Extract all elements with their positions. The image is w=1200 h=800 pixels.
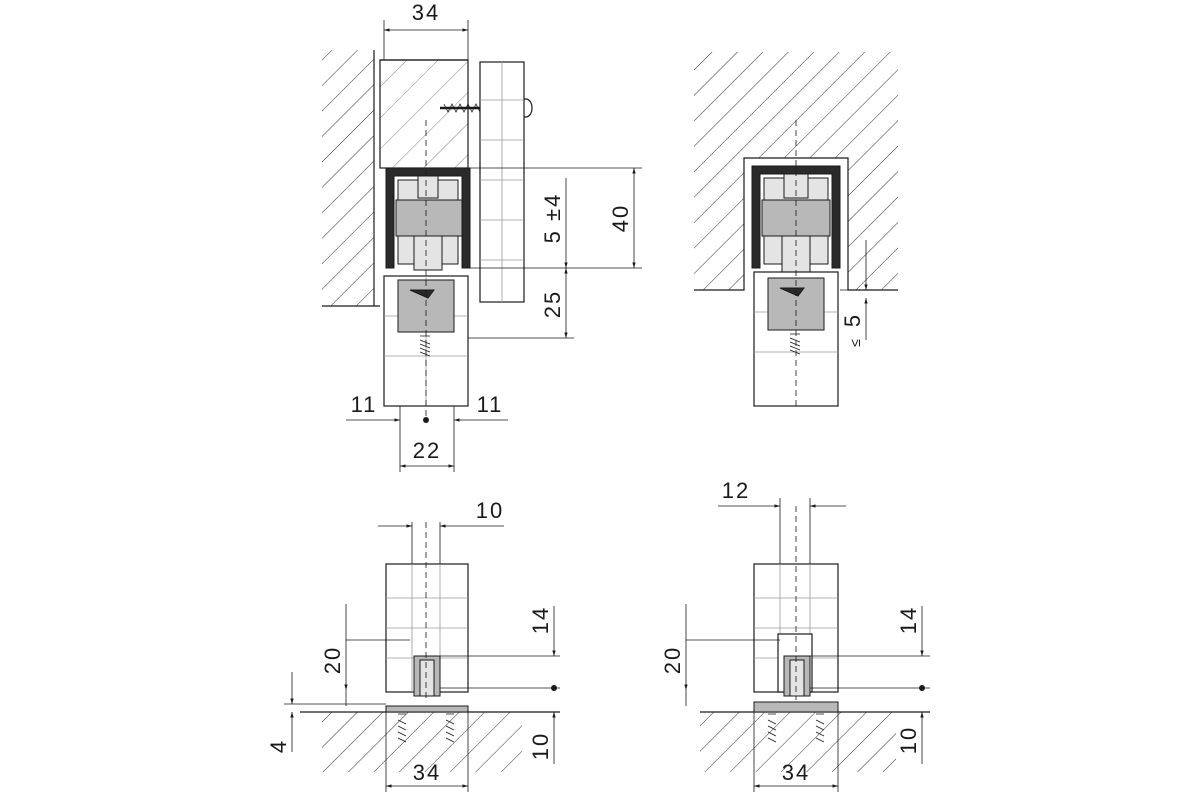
dim-20-bl: 20 <box>320 604 410 706</box>
dim-12-top-br: 12 <box>718 478 846 564</box>
dim-14-br: 14 <box>810 606 930 691</box>
floor-hatch-left <box>300 711 560 772</box>
floor-guide-right <box>753 655 839 743</box>
dim-label-10-base-br: 10 <box>896 726 921 754</box>
wall-hatch <box>322 50 380 307</box>
dim-5-clearance: 5 ≤ <box>840 240 880 347</box>
dim-label-4-bl: 4 <box>266 739 291 753</box>
dim-label-40: 40 <box>608 204 633 232</box>
dim-10-base-br: 10 <box>896 712 924 764</box>
dim-label-10-base-bl: 10 <box>528 732 553 760</box>
dim-14-bl: 14 <box>440 606 560 691</box>
dim-label-34-br: 34 <box>782 760 810 785</box>
dim-label-11-right: 11 <box>477 392 504 417</box>
dim-34-bottom-bl: 34 <box>385 712 469 792</box>
track-profile <box>385 167 471 271</box>
dim-label-20-bl: 20 <box>320 646 345 674</box>
dim-label-22: 22 <box>413 438 441 463</box>
view-top-left: 34 40 5 ±4 25 11 11 <box>322 0 642 472</box>
dim-10-top-bl: 10 <box>378 498 504 564</box>
dim-11-11-22: 11 11 22 <box>346 392 508 472</box>
dim-label-20-br: 20 <box>660 646 685 674</box>
view-bottom-left: 10 20 14 10 4 3 <box>266 498 560 792</box>
view-top-right: 5 ≤ <box>694 52 898 407</box>
dim-label-25: 25 <box>540 290 565 318</box>
dim-label-14-br: 14 <box>896 606 921 634</box>
dim-label-11-left: 11 <box>351 392 378 417</box>
dim-10-base-bl: 10 <box>468 711 560 764</box>
dim-40: 40 <box>470 167 642 269</box>
dim-34-top: 34 <box>383 0 469 60</box>
dim-4-bl: 4 <box>266 672 386 753</box>
dim-label-14-bl: 14 <box>528 606 553 634</box>
dim-label-le-sign: ≤ <box>847 337 863 347</box>
dim-label-5-clearance: 5 <box>840 313 865 327</box>
floor-hatch-right <box>700 711 930 772</box>
dim-20-br: 20 <box>660 604 780 706</box>
door-panel <box>479 61 525 303</box>
floor-guide-left <box>385 655 469 743</box>
dim-label-34-bl: 34 <box>413 760 441 785</box>
mounting-block <box>379 59 469 169</box>
dim-label-5pm4: 5 ±4 <box>540 193 565 244</box>
dim-label-10-top-bl: 10 <box>476 498 504 523</box>
dim-25: 25 <box>468 268 574 339</box>
dim-label-12-top-br: 12 <box>722 478 750 503</box>
dim-5-pm4: 5 ±4 <box>540 178 568 268</box>
dim-34-bottom-br: 34 <box>753 712 839 792</box>
view-bottom-right: 12 20 14 10 34 <box>660 478 930 792</box>
dim-label-34-top: 34 <box>412 0 440 25</box>
